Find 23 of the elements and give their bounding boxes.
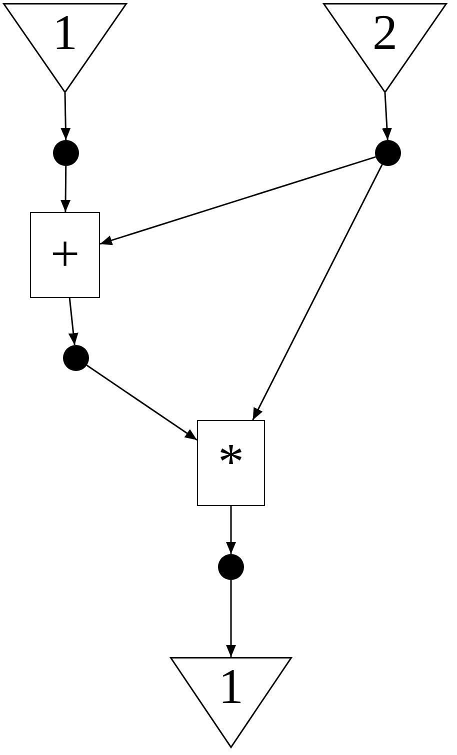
node-label: 1 bbox=[218, 661, 244, 711]
junction-dot bbox=[375, 140, 401, 166]
triangle-node bbox=[170, 657, 292, 748]
node-label: 2 bbox=[372, 7, 398, 57]
arrow bbox=[60, 166, 71, 212]
arrow bbox=[60, 92, 71, 140]
arrow bbox=[252, 164, 383, 420]
arrow bbox=[86, 364, 198, 441]
operator-box bbox=[30, 212, 100, 298]
arrow bbox=[382, 92, 392, 140]
arrow bbox=[226, 580, 236, 657]
node-label: + bbox=[50, 229, 80, 281]
node-label: 1 bbox=[52, 7, 78, 57]
junction-dot bbox=[53, 140, 79, 166]
arrow bbox=[100, 156, 376, 246]
arrow bbox=[68, 298, 78, 346]
junction-dot bbox=[63, 345, 89, 371]
triangle-node bbox=[323, 3, 447, 93]
triangle-node bbox=[3, 3, 127, 93]
node-label: * bbox=[218, 437, 244, 489]
operator-box bbox=[197, 420, 265, 506]
junction-dot bbox=[218, 554, 244, 580]
arrow bbox=[226, 506, 236, 554]
